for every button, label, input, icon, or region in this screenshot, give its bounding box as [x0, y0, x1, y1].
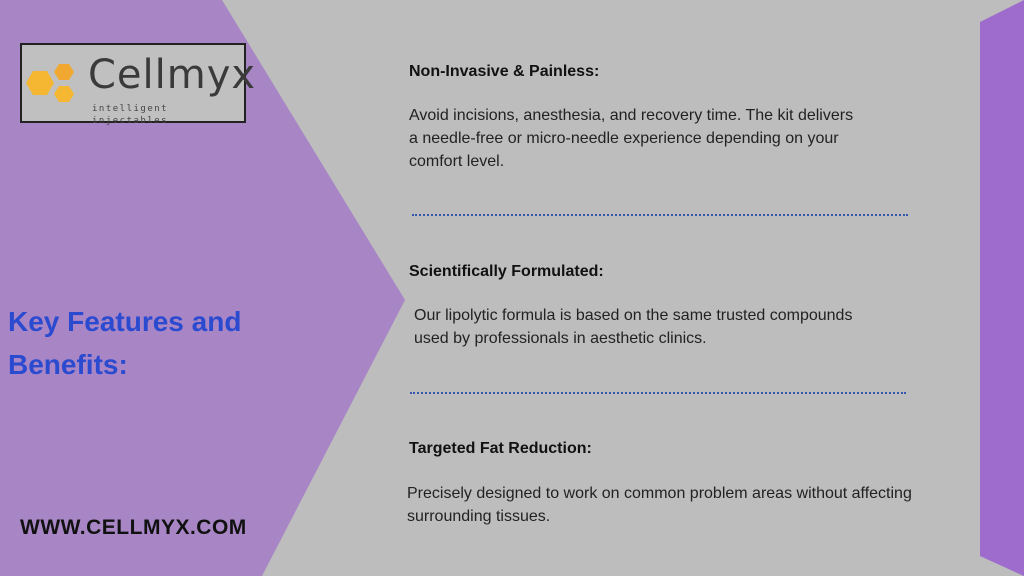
website-link[interactable]: WWW.CELLMYX.COM: [20, 516, 247, 539]
feature-title-non-invasive: Non-Invasive & Painless:: [409, 63, 600, 80]
feature-title-scientific: Scientifically Formulated:: [409, 263, 604, 280]
feature-divider: [410, 392, 906, 394]
feature-text-targeted: Precisely designed to work on common pro…: [407, 485, 912, 525]
logo-wordmark: Cellmyx: [88, 52, 257, 98]
right-purple-stripe: [980, 0, 1024, 576]
feature-divider: [412, 214, 908, 216]
feature-text-non-invasive: Avoid incisions, anesthesia, and recover…: [409, 107, 854, 170]
section-heading: Key Features and Benefits:: [8, 306, 242, 380]
logo-tagline: intelligent injectables: [92, 104, 169, 126]
feature-title-targeted: Targeted Fat Reduction:: [409, 440, 592, 457]
left-purple-panel: [0, 0, 405, 576]
cellmyx-logo: Cellmyx intelligent injectables: [20, 43, 255, 126]
hexagon-logo-icon: [26, 64, 74, 102]
feature-text-scientific: Our lipolytic formula is based on the sa…: [414, 307, 853, 347]
